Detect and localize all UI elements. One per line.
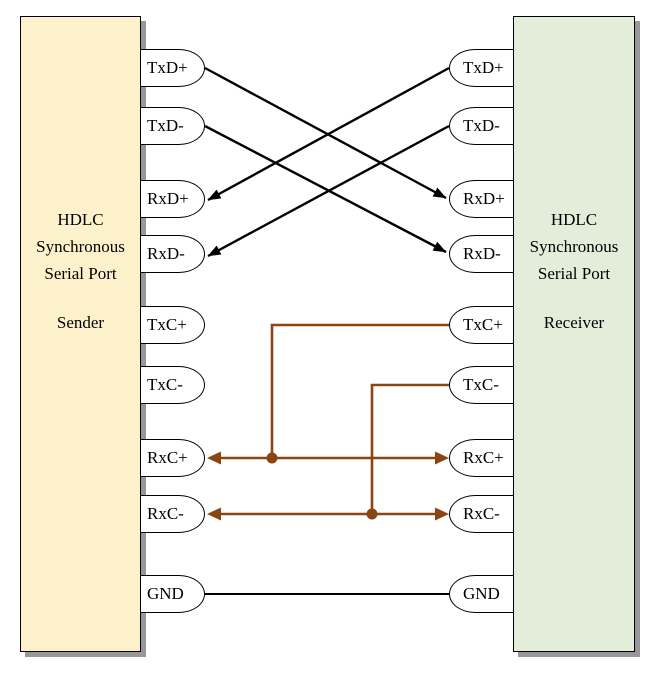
- sender-box: HDLC Synchronous Serial Port Sender: [20, 16, 141, 652]
- port-pill-receiver-rxc-minus: RxC-: [449, 495, 513, 533]
- port-pill-receiver-gnd: GND: [449, 575, 513, 613]
- port-pill-receiver-txd-minus: TxD-: [449, 107, 513, 145]
- port-pill-sender-txd-minus: TxD-: [141, 107, 205, 145]
- arrowhead-rxc-minus-right: [435, 507, 449, 521]
- arrowhead-rxc-plus-left: [207, 451, 221, 465]
- receiver-box: HDLC Synchronous Serial Port Receiver: [513, 16, 635, 652]
- sender-title: HDLC Synchronous Serial Port: [21, 206, 140, 287]
- sender-role-label: Sender: [56, 313, 105, 332]
- port-pill-receiver-rxc-plus: RxC+: [449, 439, 513, 477]
- sender-title-line3: Serial Port: [44, 264, 117, 283]
- wire-receiver-txc-minus-drop: [370, 383, 449, 514]
- port-pill-receiver-txc-minus: TxC-: [449, 366, 513, 404]
- port-pill-sender-rxd-plus: RxD+: [141, 180, 205, 218]
- port-pill-receiver-txd-plus: TxD+: [449, 49, 513, 87]
- sender-title-line1: HDLC: [57, 210, 104, 229]
- arrowhead-rxc-minus-left: [207, 507, 221, 521]
- receiver-role-label: Receiver: [543, 313, 605, 332]
- receiver-title-line3: Serial Port: [537, 264, 611, 283]
- port-pill-sender-gnd: GND: [141, 575, 205, 613]
- port-pill-receiver-rxd-plus: RxD+: [449, 180, 513, 218]
- wire-receiver-txd-plus-to-sender-rxd-plus: [207, 66, 450, 202]
- receiver-title-line2: Synchronous: [529, 237, 619, 256]
- port-pill-sender-rxc-plus: RxC+: [141, 439, 205, 477]
- junction-dot-txc-plus: [266, 452, 278, 464]
- wire-receiver-txc-plus-drop: [270, 323, 449, 458]
- receiver-title-line1: HDLC: [550, 210, 598, 229]
- wire-receiver-txd-minus-to-sender-rxd-minus: [207, 124, 450, 258]
- junction-dot-txc-minus: [366, 508, 378, 520]
- port-pill-sender-txd-plus: TxD+: [141, 49, 205, 87]
- port-pill-receiver-txc-plus: TxC+: [449, 306, 513, 344]
- arrowhead-rxc-plus-right: [435, 451, 449, 465]
- port-pill-receiver-rxd-minus: RxD-: [449, 235, 513, 273]
- wire-sender-txd-minus-to-receiver-rxd-minus: [204, 124, 447, 254]
- wire-sender-txd-plus-to-receiver-rxd-plus: [204, 66, 447, 200]
- port-pill-sender-rxc-minus: RxC-: [141, 495, 205, 533]
- port-pill-sender-txc-plus: TxC+: [141, 306, 205, 344]
- receiver-title: HDLC Synchronous Serial Port: [514, 206, 634, 287]
- port-pill-sender-txc-minus: TxC-: [141, 366, 205, 404]
- port-pill-sender-rxd-minus: RxD-: [141, 235, 205, 273]
- sender-title-line2: Synchronous: [36, 237, 125, 256]
